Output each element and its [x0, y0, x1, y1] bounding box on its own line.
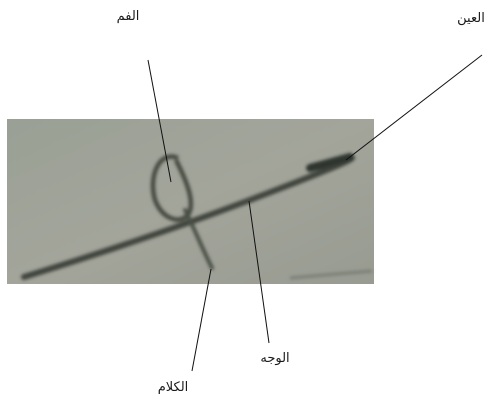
character-photo: [7, 119, 374, 284]
label-mouth: الفم: [117, 9, 140, 24]
label-face: الوجه: [260, 351, 289, 366]
leader-line-speech: [192, 269, 211, 371]
leader-line-eye: [346, 55, 482, 160]
label-eye: العين: [457, 11, 485, 26]
label-speech: الكلام: [158, 380, 189, 395]
